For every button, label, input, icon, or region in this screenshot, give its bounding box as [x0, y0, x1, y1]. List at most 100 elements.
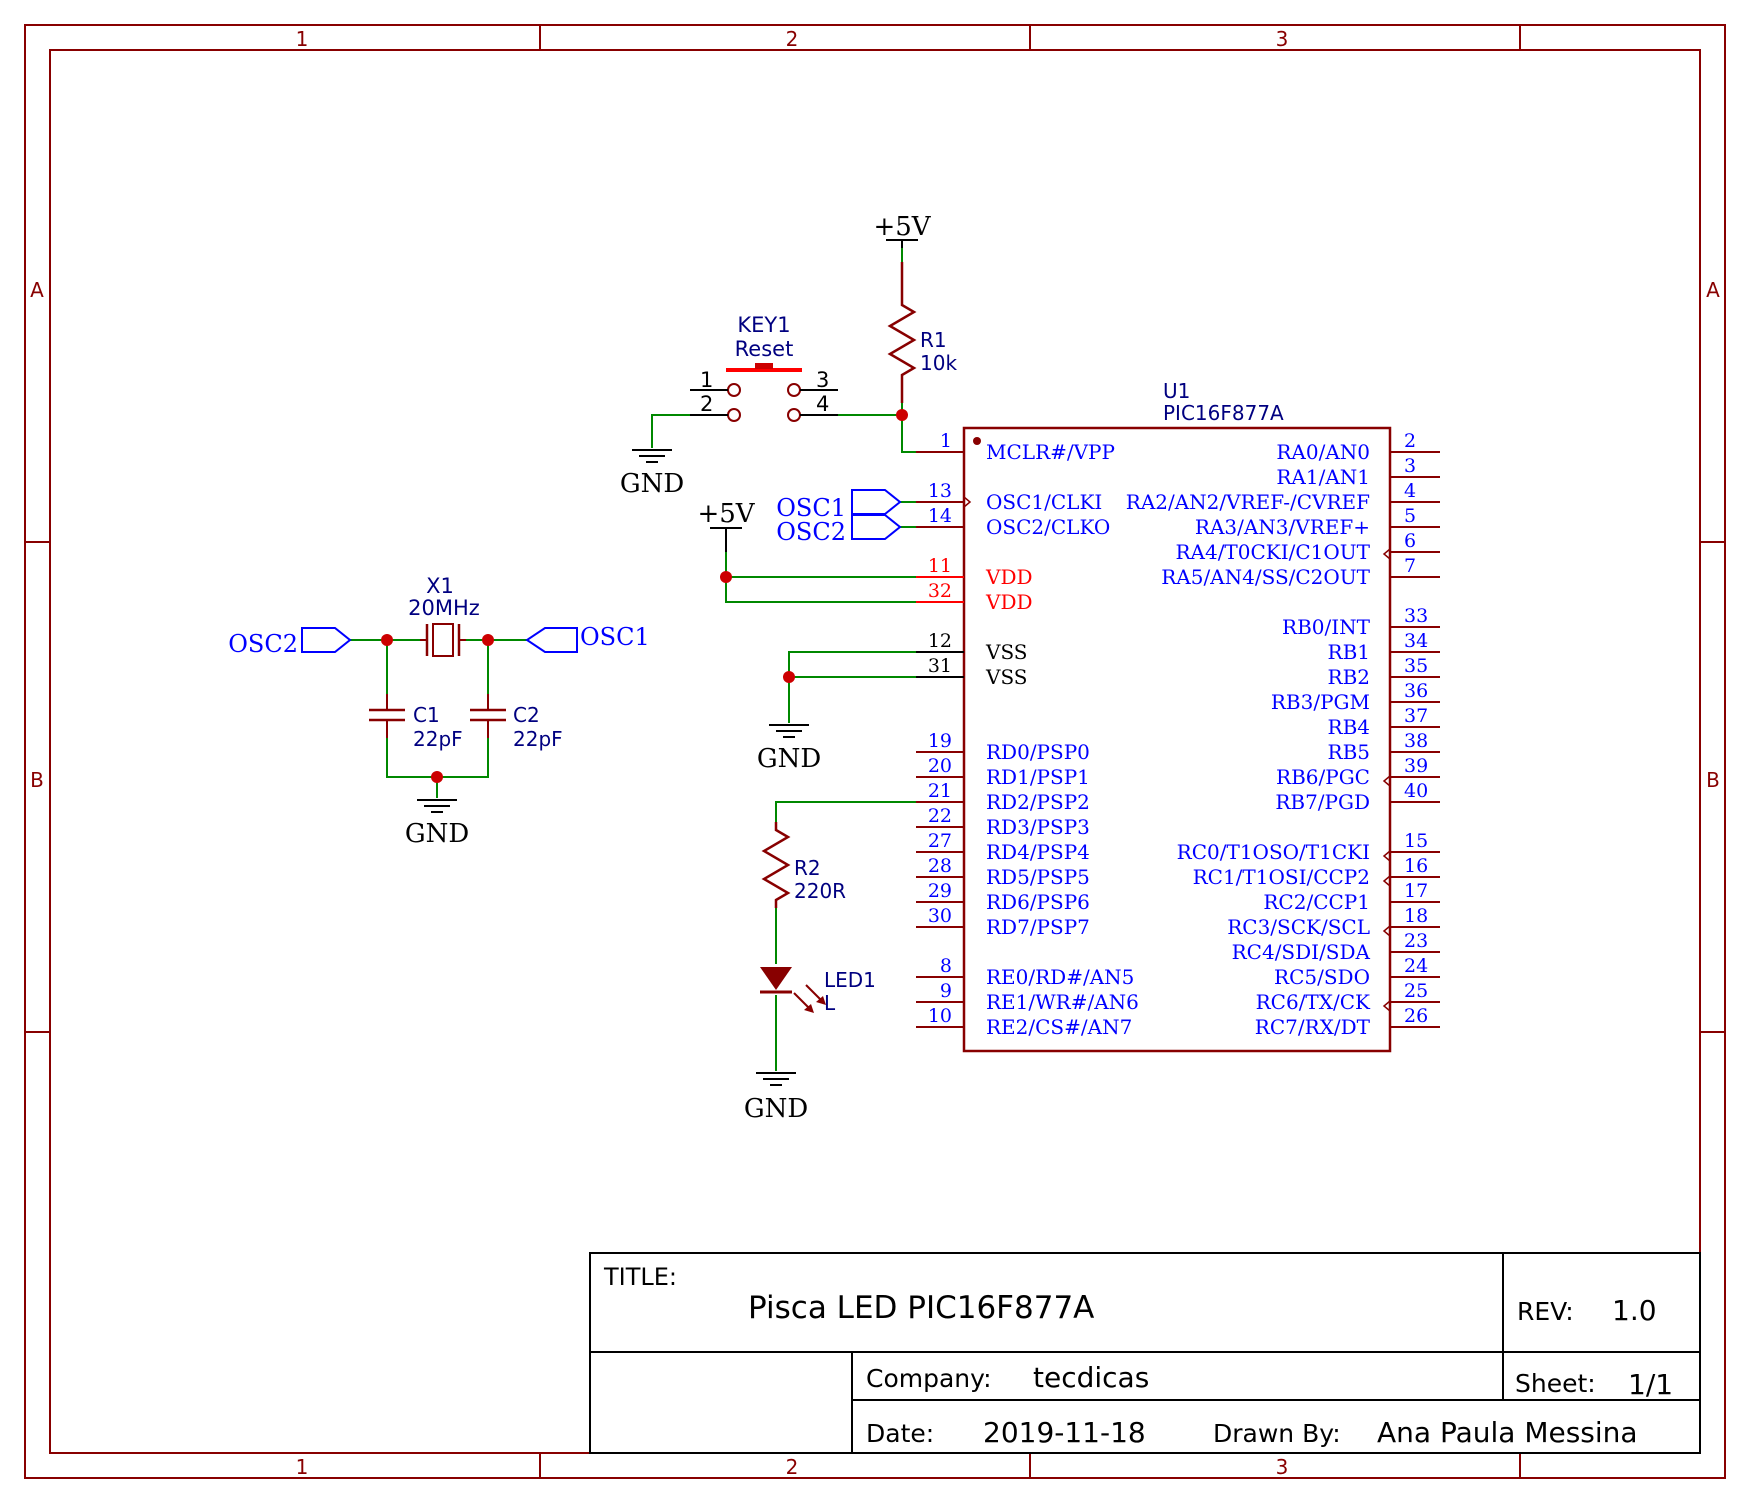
- u1-pin-name: RB1: [1328, 640, 1370, 664]
- u1-pin-name: MCLR#/VPP: [986, 440, 1115, 464]
- x1-ref: X1: [426, 574, 454, 598]
- u1-pin-number: 30: [928, 905, 952, 927]
- sheet-title: Pisca LED PIC16F877A: [748, 1290, 1094, 1326]
- gnd-symbol-caps: GND: [405, 799, 469, 849]
- u1-pin-number: 31: [928, 655, 952, 677]
- u1-pin: 17 RC2/CCP1: [1263, 880, 1440, 914]
- u1-pin1-marker: [973, 437, 981, 445]
- u1-body: [962, 426, 1392, 1053]
- gnd-label: GND: [757, 744, 821, 774]
- u1-pin-number: 1: [940, 430, 952, 452]
- r1-ref: R1: [920, 328, 947, 352]
- u1-pin-name: RA4/T0CKI/C1OUT: [1175, 540, 1370, 564]
- u1-pin-name: RC2/CCP1: [1263, 890, 1370, 914]
- net-label-osc2: OSC2: [228, 630, 298, 658]
- pin-clock-markers: [963, 496, 1391, 1012]
- u1-pin-number: 33: [1404, 605, 1428, 627]
- vcc-symbol-vdd: +5V: [697, 499, 756, 552]
- switch-key1: KEY1 Reset 1 2 3 4: [690, 313, 838, 422]
- u1-pin-name: RA1/AN1: [1276, 465, 1370, 489]
- frame-row-label: B: [30, 768, 44, 792]
- date-label: Date:: [866, 1419, 934, 1448]
- wires: [350, 245, 964, 1071]
- wire-vdd32: [725, 577, 916, 603]
- company-label: Company:: [866, 1364, 992, 1393]
- u1-pin-number: 17: [1404, 880, 1428, 902]
- u1-pin-number: 35: [1404, 655, 1428, 677]
- frame-col-label: 3: [1276, 1455, 1289, 1479]
- resistor-r2: R2 220R: [761, 822, 846, 908]
- u1-pin-name: RC1/T1OSI/CCP2: [1193, 865, 1370, 889]
- u1-pin-number: 24: [1404, 955, 1428, 977]
- u1-pin-name: VSS: [985, 640, 1028, 664]
- u1-pin-number: 14: [928, 505, 952, 527]
- u1-pin-name: RC7/RX/DT: [1255, 1015, 1371, 1039]
- u1-pin-number: 4: [1404, 480, 1416, 502]
- u1-pin-name: RA5/AN4/SS/C2OUT: [1161, 565, 1370, 589]
- u1-pin-name: RD2/PSP2: [986, 790, 1090, 814]
- u1-pin-number: 16: [1404, 855, 1428, 877]
- resistor-r1: R1 10k: [887, 262, 957, 403]
- u1-pin-name: RC0/T1OSO/T1CKI: [1177, 840, 1370, 864]
- u1-value: PIC16F877A: [1163, 401, 1284, 425]
- u1-pin-number: 37: [1404, 705, 1428, 727]
- u1-pin-number: 39: [1404, 755, 1428, 777]
- key1-pin-number: 3: [816, 368, 829, 392]
- u1-pin-number: 11: [928, 555, 952, 577]
- u1-pin-name: VSS: [985, 665, 1028, 689]
- u1-pin: 16 RC1/T1OSI/CCP2: [1193, 855, 1440, 889]
- u1-pin-name: RD1/PSP1: [986, 765, 1090, 789]
- frame-labels: 1 2 3 1 2 3 A B A B: [30, 27, 1720, 1479]
- junction-dot: [381, 634, 393, 646]
- r1-value: 10k: [920, 351, 957, 375]
- frame-col-label: 3: [1276, 27, 1289, 51]
- net-flag-osc1: [851, 489, 902, 515]
- vcc-label: +5V: [697, 499, 755, 529]
- vcc-symbol-r1: +5V: [873, 212, 932, 248]
- u1-ref: U1: [1163, 379, 1190, 403]
- u1-pin-name: RC5/SDO: [1274, 965, 1370, 989]
- junction-dot: [431, 771, 443, 783]
- u1-pin-name: RA2/AN2/VREF-/CVREF: [1126, 490, 1370, 514]
- junction-dot: [783, 671, 795, 683]
- wire-rd2-r2: [775, 801, 916, 822]
- title-label: TITLE:: [603, 1263, 677, 1291]
- wire-vcc-vdd11: [725, 550, 916, 578]
- u1-pin-number: 38: [1404, 730, 1428, 752]
- u1-pin-number: 29: [928, 880, 952, 902]
- gnd-label: GND: [620, 469, 684, 499]
- u1-pin-number: 18: [1404, 905, 1428, 927]
- net-label-osc2: OSC2: [776, 518, 846, 546]
- junction-dot: [896, 409, 908, 421]
- frame-col-label: 2: [786, 1455, 799, 1479]
- drawn-by-label: Drawn By:: [1213, 1419, 1341, 1448]
- net-label-osc1: OSC1: [776, 494, 846, 522]
- sheet-frame: [24, 24, 1726, 1479]
- u1-pin-name: RD0/PSP0: [986, 740, 1090, 764]
- u1-pin-number: 28: [928, 855, 952, 877]
- wire-key-gnd: [651, 414, 710, 448]
- sheet-label: Sheet:: [1515, 1369, 1596, 1398]
- gnd-label: GND: [405, 819, 469, 849]
- u1-pin: 19 RD0/PSP0: [916, 730, 1090, 764]
- u1-pin-name: RB2: [1328, 665, 1370, 689]
- u1-pin-number: 19: [928, 730, 952, 752]
- u1-pin-number: 23: [1404, 930, 1428, 952]
- led1-ref: LED1: [824, 968, 876, 992]
- capacitor-c2: C2 22pF: [470, 694, 563, 751]
- c1-ref: C1: [413, 703, 440, 727]
- u1-pin-name: RE0/RD#/AN5: [986, 965, 1134, 989]
- u1-pin-name: RC3/SCK/SCL: [1227, 915, 1370, 939]
- u1-pin-number: 13: [928, 480, 952, 502]
